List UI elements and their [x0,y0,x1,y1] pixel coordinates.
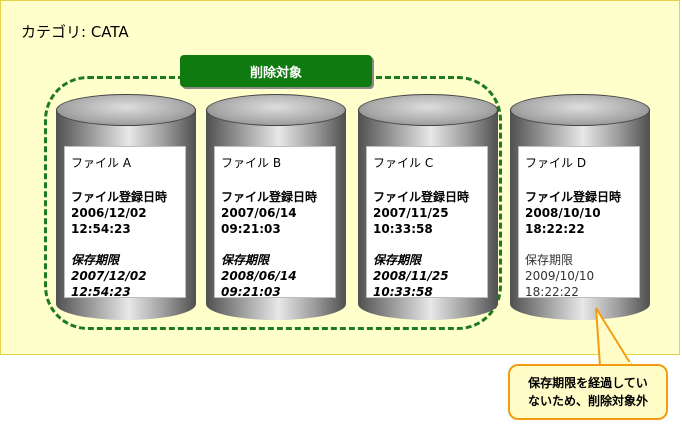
expiry-time: 18:22:22 [525,285,579,299]
file-a-card: ファイル A ファイル登録日時 2006/12/02 12:54:23 保存期限… [64,146,186,299]
registered-time: 10:33:58 [373,222,433,236]
expiry-time: 10:33:58 [373,285,433,299]
callout-line-1: 保存期限を経過してい [528,376,648,390]
expiry-label: 保存期限 [373,253,422,267]
expiry-date: 2008/06/14 [221,269,297,283]
file-c-cylinder: ファイル C ファイル登録日時 2007/11/25 10:33:58 保存期限… [358,94,498,320]
registered-time: 18:22:22 [525,222,585,236]
registered-date: 2007/11/25 [373,206,449,220]
cylinder-top [56,94,196,126]
file-b-card: ファイル B ファイル登録日時 2007/06/14 09:21:03 保存期限… [214,146,336,299]
cylinder-top [358,94,498,126]
registered-label: ファイル登録日時 [373,190,470,204]
expiry-label: 保存期限 [221,253,270,267]
file-d-cylinder: ファイル D ファイル登録日時 2008/10/10 18:22:22 保存期限… [510,94,650,320]
callout-line-2: ないため、削除対象外 [527,394,648,408]
registered-time: 12:54:23 [71,222,131,236]
file-name: ファイル A [71,156,132,170]
expiry-time: 09:21:03 [221,285,281,299]
registered-label: ファイル登録日時 [71,190,168,204]
expiry-label: 保存期限 [525,253,574,267]
file-b-cylinder: ファイル B ファイル登録日時 2007/06/14 09:21:03 保存期限… [206,94,346,320]
file-name: ファイル B [221,156,282,170]
file-c-card: ファイル C ファイル登録日時 2007/11/25 10:33:58 保存期限… [366,146,488,299]
expiry-label: 保存期限 [71,253,120,267]
file-d-card: ファイル D ファイル登録日時 2008/10/10 18:22:22 保存期限… [518,146,640,299]
file-name: ファイル C [373,156,434,170]
registered-label: ファイル登録日時 [525,190,622,204]
file-name: ファイル D [525,156,587,170]
registered-time: 09:21:03 [221,222,281,236]
expiry-time: 12:54:23 [71,285,131,299]
deletion-target-label: 削除対象 [180,55,372,87]
expiry-date: 2009/10/10 [525,269,595,283]
expiry-date: 2007/12/02 [71,269,147,283]
cylinder-top [206,94,346,126]
registered-label: ファイル登録日時 [221,190,318,204]
exclusion-callout: 保存期限を経過してい ないため、削除対象外 [508,364,668,420]
cylinder-top [510,94,650,126]
callout-pointer [595,307,634,367]
registered-date: 2006/12/02 [71,206,147,220]
registered-date: 2008/10/10 [525,206,601,220]
registered-date: 2007/06/14 [221,206,297,220]
category-label: カテゴリ: CATA [21,23,129,41]
expiry-date: 2008/11/25 [373,269,449,283]
file-a-cylinder: ファイル A ファイル登録日時 2006/12/02 12:54:23 保存期限… [56,94,196,320]
